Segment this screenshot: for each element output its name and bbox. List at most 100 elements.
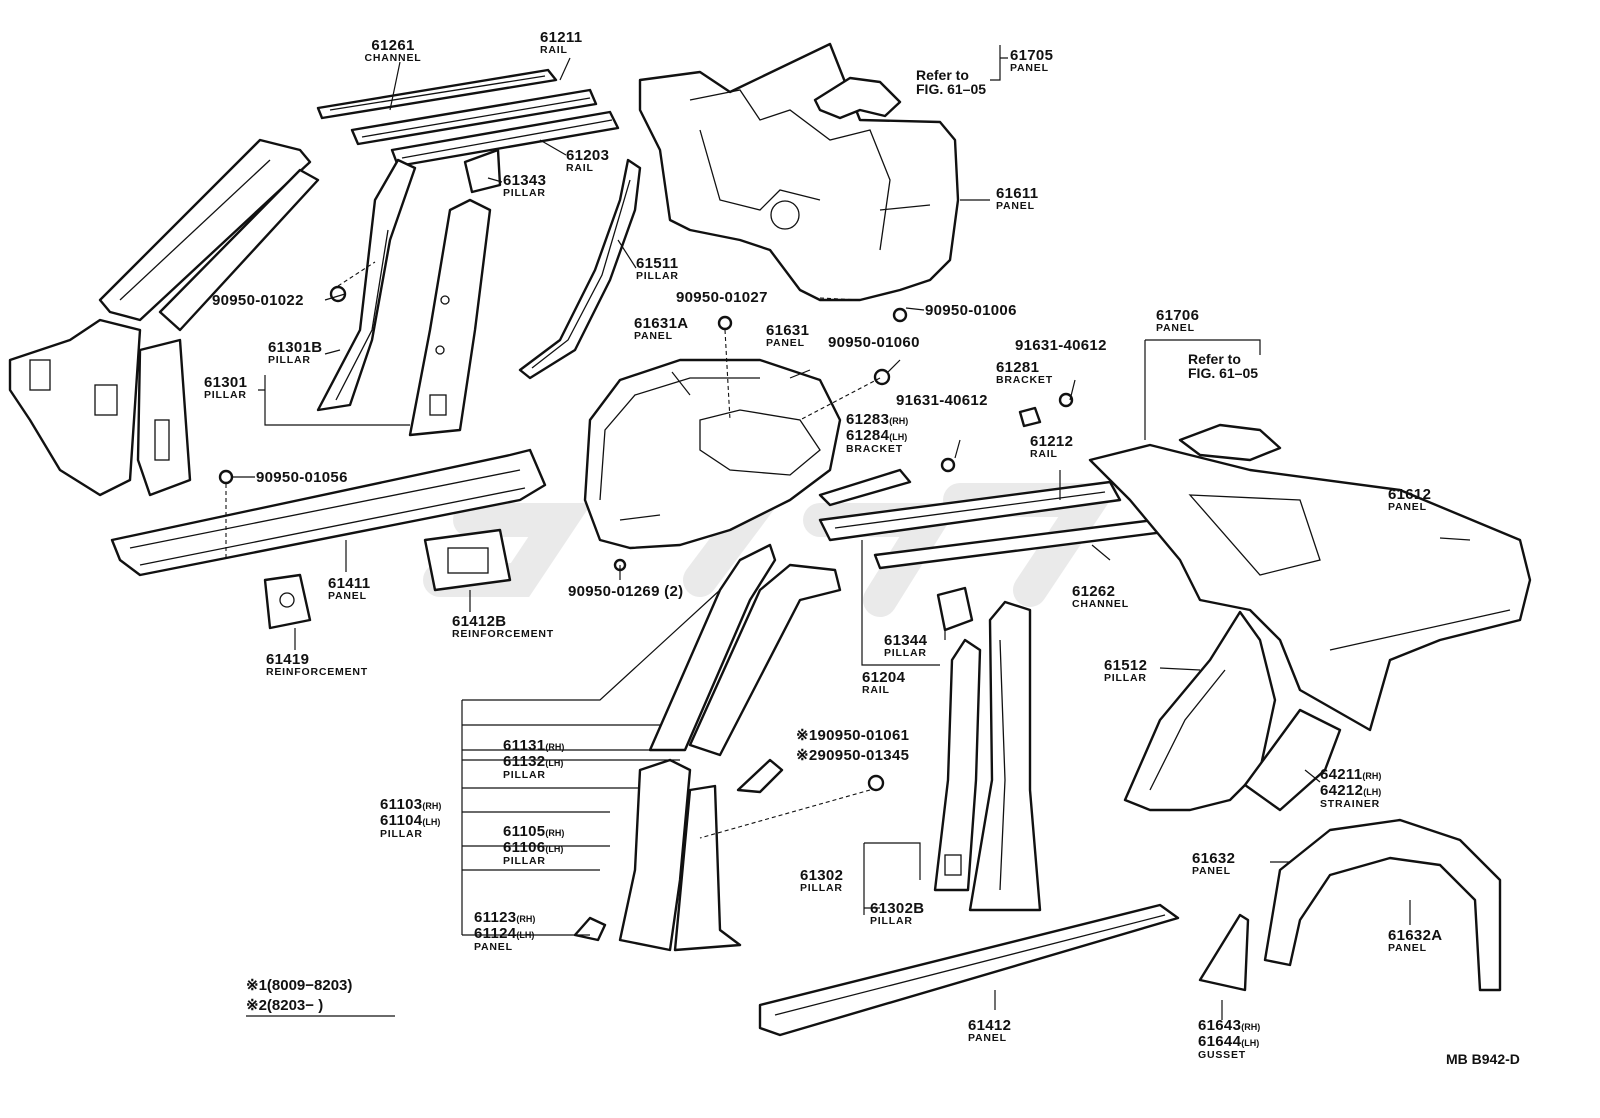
side-rh: (RH) <box>422 801 442 811</box>
part-name: PANEL <box>1010 62 1049 74</box>
label-90950-01027: 90950-01027 <box>676 289 768 306</box>
label-61262: 61262 CHANNEL <box>1072 584 1129 610</box>
part-name: GUSSET <box>1198 1049 1246 1061</box>
part-name: PANEL <box>766 337 805 349</box>
part-number: 61643 <box>1198 1017 1242 1034</box>
part-name: RAIL <box>862 684 890 696</box>
part-number: 61631 <box>766 322 810 339</box>
part-number-2: 61106 <box>503 839 546 856</box>
label-61103: 61103(RH) 61104(LH) PILLAR <box>380 797 441 840</box>
label-90950-01060: 90950-01060 <box>828 334 920 351</box>
pillar-61302B <box>968 600 1042 912</box>
part-name: PILLAR <box>636 270 679 282</box>
part-number: 61262 <box>1072 583 1116 600</box>
part-name: RAIL <box>1030 448 1058 460</box>
part-number: 61281 <box>996 359 1040 376</box>
side-lh: (LH) <box>516 930 535 940</box>
part-name: REINFORCEMENT <box>452 628 554 640</box>
gusset-61643 <box>1198 913 1250 992</box>
label-61344: 61344 PILLAR <box>884 633 927 659</box>
rail-61211 <box>350 88 598 146</box>
side-lh: (LH) <box>545 844 564 854</box>
leader-lines <box>232 45 1471 1020</box>
label-61283: 61283(RH) 61284(LH) BRACKET <box>846 412 908 455</box>
part-name: PILLAR <box>1104 672 1147 684</box>
part-number: 61412B <box>452 613 507 630</box>
part-number: 61131 <box>503 737 546 754</box>
panel-61611 <box>638 42 960 302</box>
part-name: RAIL <box>540 44 568 56</box>
note-2: ※2(8203− ) <box>246 997 324 1014</box>
refer-to: Refer to <box>1188 351 1241 367</box>
label-61123: 61123(RH) 61124(LH) PANEL <box>474 910 535 953</box>
side-rh: (RH) <box>545 828 565 838</box>
side-lh: (LH) <box>1241 1038 1260 1048</box>
panel-61411 <box>110 448 547 577</box>
part-number: 61419 <box>266 651 310 668</box>
label-61706: 61706 PANEL <box>1156 308 1199 334</box>
part-number: 61611 <box>996 185 1039 202</box>
label-61302: 61302 PILLAR <box>800 868 843 894</box>
part-number: 61631A <box>634 315 689 332</box>
part-name: REINFORCEMENT <box>266 666 368 678</box>
label-61301B: 61301B PILLAR <box>268 340 322 366</box>
side-lh: (LH) <box>422 817 441 827</box>
pillar-61105 <box>736 758 784 794</box>
label-91631-40612-a: 91631-40612 <box>1015 337 1107 354</box>
pillar-61302 <box>933 638 982 892</box>
part-name: RAIL <box>566 162 594 174</box>
pillar-61512 <box>1123 610 1277 812</box>
channel-61261 <box>316 68 558 120</box>
part-name: PANEL <box>968 1032 1007 1044</box>
refer-fig: FIG. 61–05 <box>1188 365 1259 381</box>
label-90950-01022: 90950-01022 <box>212 292 304 309</box>
part-number-2: 61284 <box>846 427 890 444</box>
part-number: 61632 <box>1192 850 1236 867</box>
label-61204: 61204 RAIL <box>862 670 905 696</box>
front-pillar-upper <box>98 138 320 332</box>
label-90950-01345: ※290950-01345 <box>796 748 909 764</box>
part-number: 61302B <box>870 900 925 917</box>
note-mark: ※2 <box>796 747 818 764</box>
part-number: 64211 <box>1320 766 1363 783</box>
part-name: PILLAR <box>503 187 546 199</box>
part-number: 61632A <box>1388 927 1443 944</box>
part-number: 61511 <box>636 255 679 272</box>
part-number: 61283 <box>846 411 890 428</box>
side-rh: (RH) <box>889 416 909 426</box>
part-number: 61512 <box>1104 657 1148 674</box>
front-pillar-assembly <box>8 318 192 497</box>
rail-61203 <box>390 110 620 168</box>
dashed-lines <box>225 261 881 839</box>
panel-61631A <box>583 358 842 550</box>
part-name: PILLAR <box>380 828 423 840</box>
label-90950-01269: 90950-01269 (2) <box>568 583 684 600</box>
part-number: 61212 <box>1030 433 1074 450</box>
label-61301: 61301 PILLAR <box>204 375 247 401</box>
diagram-code: MB B942-D <box>1446 1051 1520 1067</box>
part-number: 61301B <box>268 339 323 356</box>
label-61105: 61105(RH) 61106(LH) PILLAR <box>503 824 564 867</box>
part-number-2: 61104 <box>380 812 423 829</box>
part-name: PILLAR <box>268 354 311 366</box>
label-61411: 61411 PANEL <box>328 576 370 602</box>
reinforcement-61412B <box>423 528 512 592</box>
strainer-64211 <box>1243 708 1342 812</box>
part-name: BRACKET <box>846 443 903 455</box>
label-61203: 61203 RAIL <box>566 148 609 174</box>
label-61302B: 61302B PILLAR <box>870 901 924 927</box>
part-number: 61203 <box>566 147 610 164</box>
side-rh: (RH) <box>516 914 536 924</box>
part-name: PANEL <box>474 941 513 953</box>
side-lh: (LH) <box>1363 787 1382 797</box>
reinforcement-61419 <box>263 573 312 630</box>
panel-61612 <box>1088 443 1532 732</box>
part-number: 61411 <box>328 575 371 592</box>
label-61632: 61632 PANEL <box>1192 851 1235 877</box>
part-name: CHANNEL <box>364 52 422 64</box>
part-number: 61105 <box>503 823 546 840</box>
part-number-2: 61644 <box>1198 1033 1242 1050</box>
panel-61705-bracket <box>813 76 902 120</box>
part-number: 61706 <box>1156 307 1200 324</box>
